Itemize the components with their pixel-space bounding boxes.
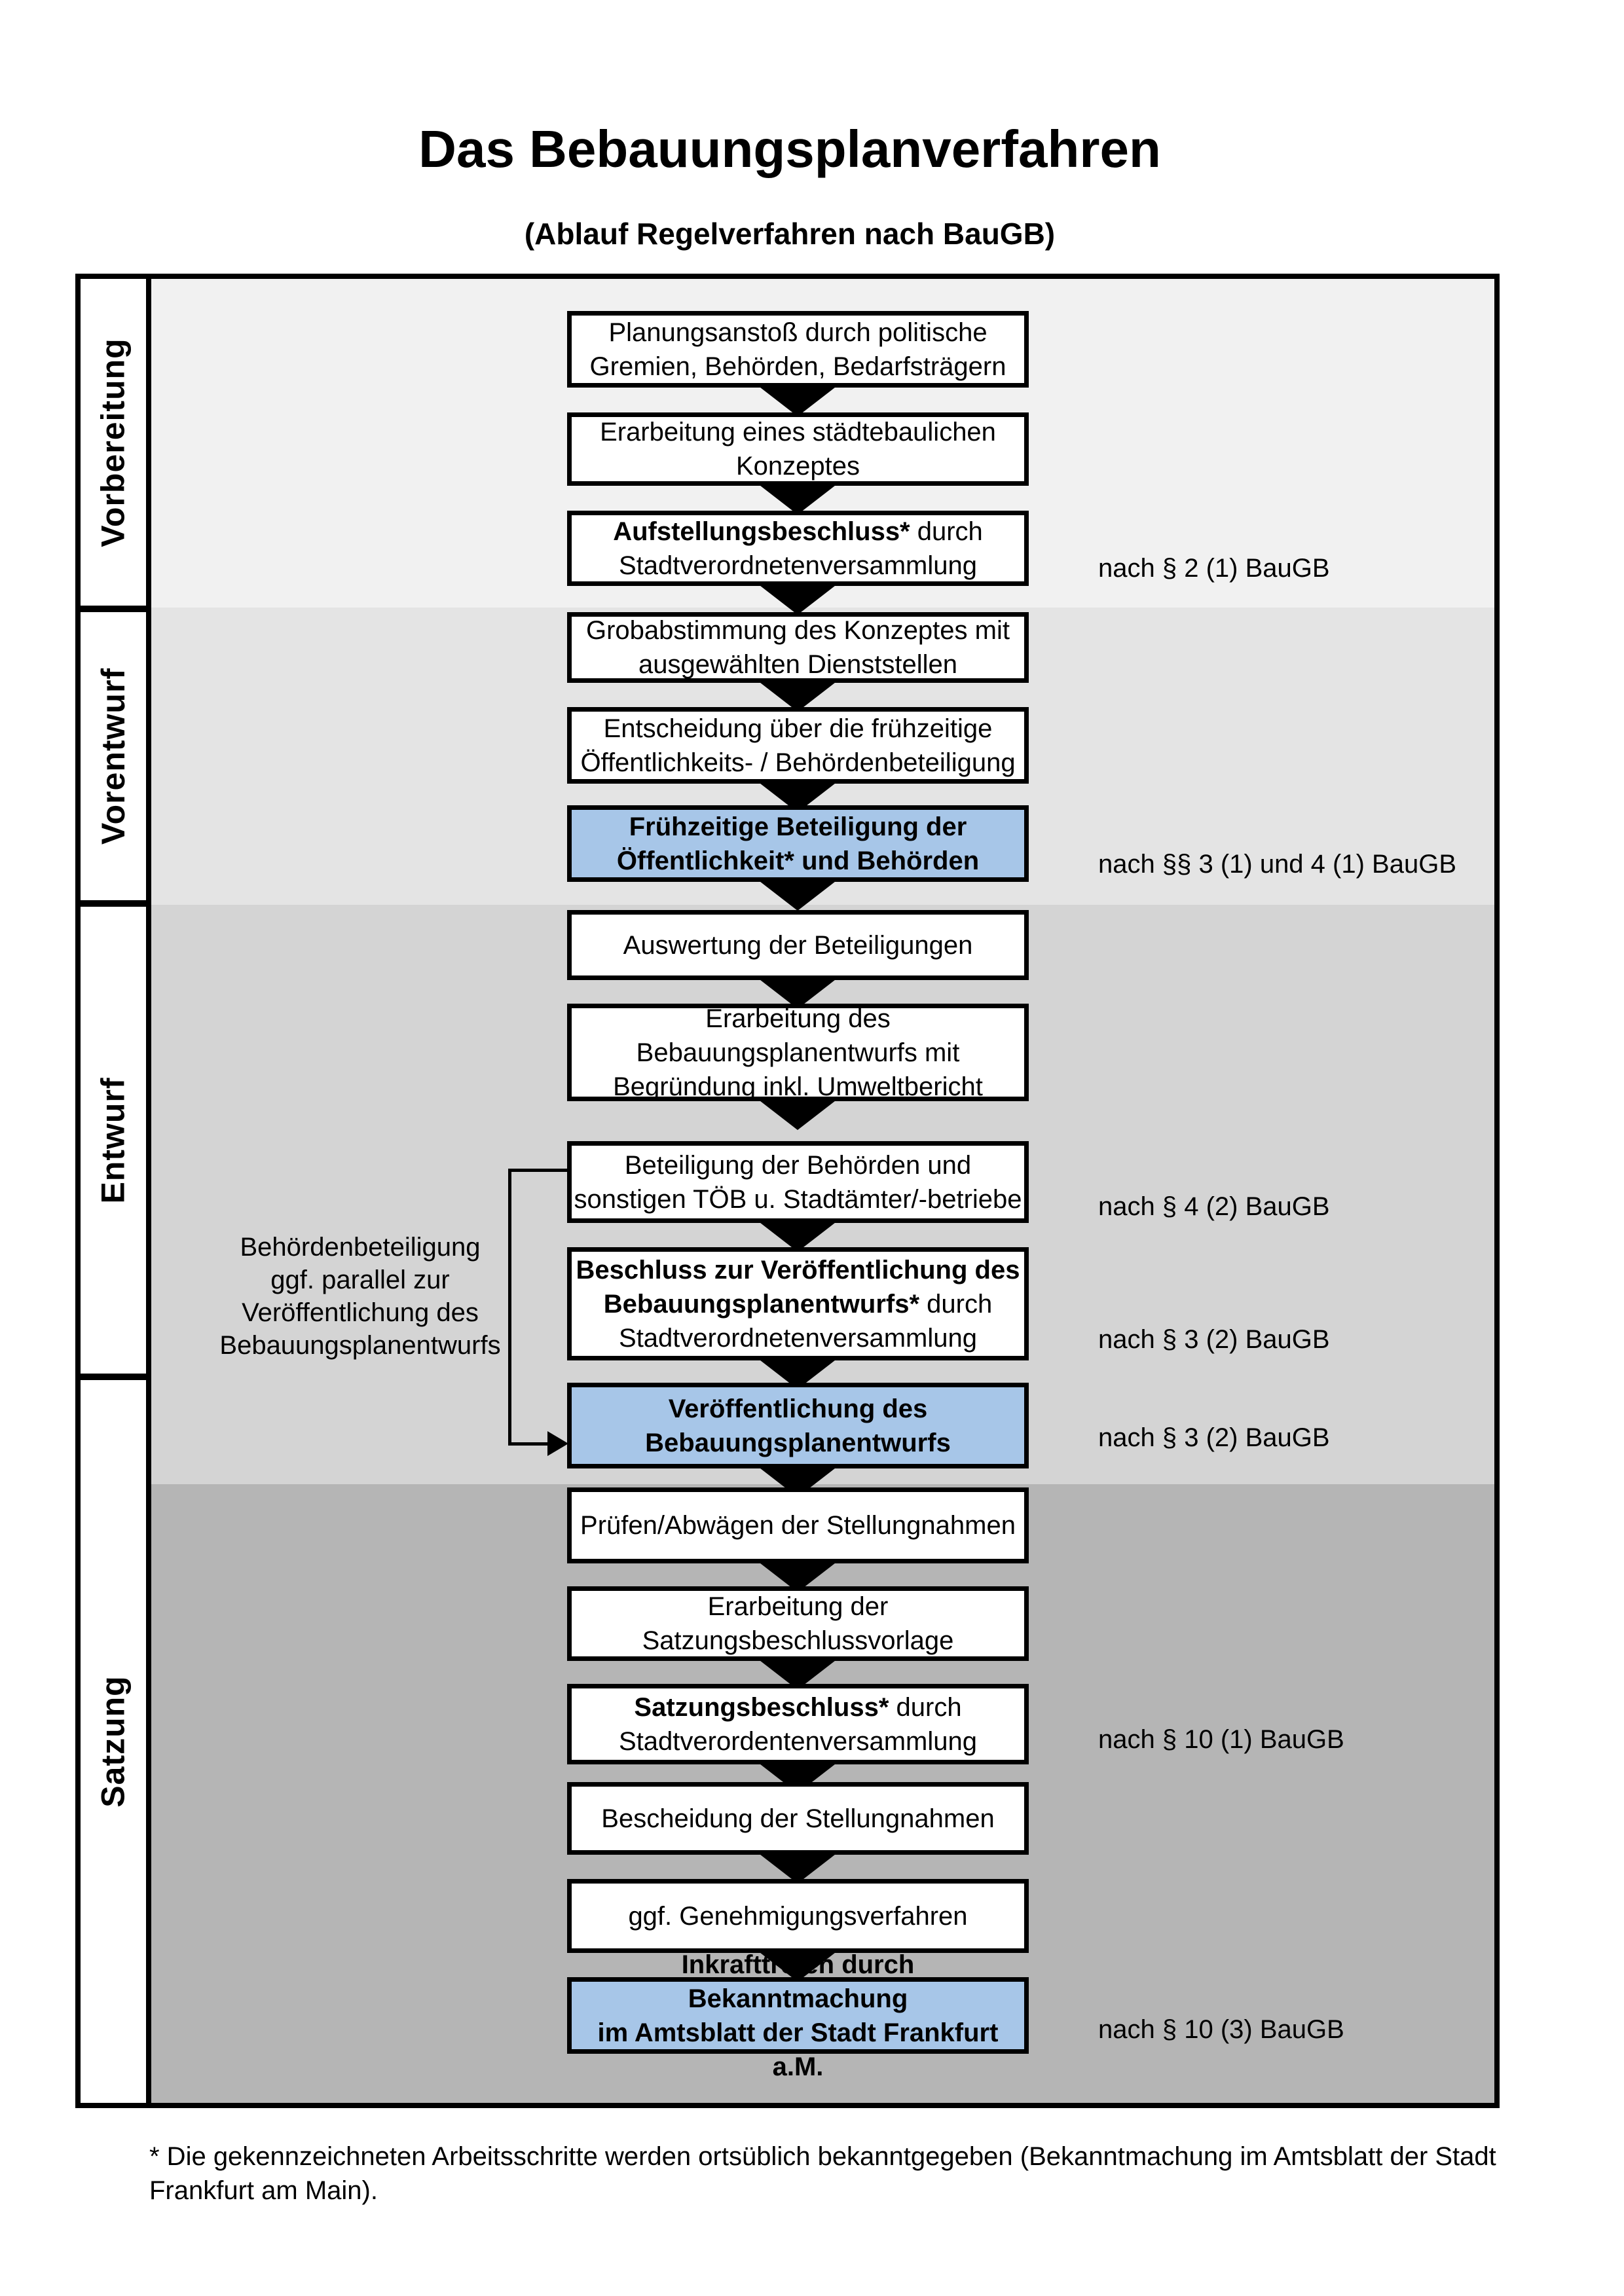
flow-box-erarbeitung-entwurf: Erarbeitung des Bebauungsplanentwurfs mi… <box>567 1004 1029 1101</box>
side-note-parallel-beteiligung: Behördenbeteiligung ggf. parallel zur Ve… <box>219 1233 501 1360</box>
footnote: * Die gekennzeichneten Arbeitsschritte w… <box>149 2142 1496 2205</box>
bracket-bottom-line <box>508 1442 549 1446</box>
phase-label-entwurf: Entwurf <box>81 907 146 1374</box>
flow-arrow-down-icon <box>757 1950 838 1982</box>
page-title: Das Bebauungsplanverfahren <box>418 120 1161 178</box>
flow-box-fruehzeitige-beteiligung: Frühzeitige Beteiligung der Öffentlichke… <box>567 805 1029 882</box>
label-divider <box>81 900 151 907</box>
bracket-vertical-line <box>508 1169 511 1446</box>
flow-arrow-down-icon <box>757 1220 838 1252</box>
phase-label-vorbereitung: Vorbereitung <box>81 279 146 606</box>
flow-box-konzept: Erarbeitung eines städtebaulichen Konzep… <box>567 412 1029 486</box>
flow-box-grobabstimmung: Grobabstimmung des Konzeptes mit ausgewä… <box>567 612 1029 683</box>
phase-label-satzung: Satzung <box>81 1380 146 2103</box>
legal-ref-veroeffentlichung: nach § 3 (2) BauGB <box>1098 1423 1330 1452</box>
page-subtitle: (Ablauf Regelverfahren nach BauGB) <box>524 217 1056 251</box>
flow-box-behoerdenbeteiligung: Beteiligung der Behörden und sonstigen T… <box>567 1141 1029 1223</box>
bracket-top-line <box>508 1169 567 1172</box>
flow-box-veroeffentlichung: Veröffentlichung des Bebauungsplanentwur… <box>567 1383 1029 1468</box>
legal-ref-aufstellungsbeschluss: nach § 2 (1) BauGB <box>1098 554 1330 583</box>
flow-content: Planungsanstoß durch politische Gremien,… <box>151 279 1494 2103</box>
legal-ref-inkrafttreten: nach § 10 (3) BauGB <box>1098 2015 1344 2044</box>
flow-box-pruefen-abwaegen: Prüfen/Abwägen der Stellungnahmen <box>567 1487 1029 1563</box>
legal-ref-behoerdenbeteiligung: nach § 4 (2) BauGB <box>1098 1192 1330 1221</box>
flow-arrow-down-icon <box>757 879 838 911</box>
label-column-separator <box>146 279 151 2103</box>
flow-box-satzungsvorlage: Erarbeitung der Satzungsbeschlussvorlage <box>567 1586 1029 1661</box>
label-divider <box>81 606 151 612</box>
legal-ref-fruehzeitige-beteiligung: nach §§ 3 (1) und 4 (1) BauGB <box>1098 850 1456 879</box>
flow-arrow-down-icon <box>757 680 838 712</box>
legal-ref-satzungsbeschluss: nach § 10 (1) BauGB <box>1098 1725 1344 1754</box>
flow-box-auswertung: Auswertung der Beteiligungen <box>567 910 1029 980</box>
flow-box-bescheidung: Bescheidung der Stellungnahmen <box>567 1782 1029 1855</box>
flow-arrow-down-icon <box>757 385 838 416</box>
legal-ref-veroeffentlichungsbeschluss: nach § 3 (2) BauGB <box>1098 1325 1330 1354</box>
label-divider <box>81 1374 151 1380</box>
flow-arrow-down-icon <box>757 1099 838 1130</box>
flow-box-genehmigungsverfahren: ggf. Genehmigungsverfahren <box>567 1879 1029 1953</box>
flow-arrow-down-icon <box>757 583 838 615</box>
bracket-arrowhead-icon <box>547 1431 568 1456</box>
phase-label-column: Vorbereitung Vorentwurf Entwurf Satzung <box>81 279 151 2103</box>
flow-arrow-down-icon <box>757 1852 838 1884</box>
diagram-frame: Vorbereitung Vorentwurf Entwurf Satzung … <box>75 274 1500 2108</box>
flow-box-satzungsbeschluss: Satzungsbeschluss* durch Stadtverordente… <box>567 1684 1029 1764</box>
flow-arrow-down-icon <box>757 483 838 515</box>
flow-box-aufstellungsbeschluss: Aufstellungsbeschluss* durch Stadtverord… <box>567 511 1029 586</box>
flow-box-entscheidung-beteiligung: Entscheidung über die frühzeitige Öffent… <box>567 707 1029 784</box>
flow-box-veroeffentlichungsbeschluss: Beschluss zur Veröffentlichung des Bebau… <box>567 1247 1029 1360</box>
phase-label-vorentwurf: Vorentwurf <box>81 612 146 900</box>
flow-box-inkrafttreten: Inkrafttreten durch Bekanntmachung im Am… <box>567 1950 1029 2081</box>
flow-box-planungsanstoss: Planungsanstoß durch politische Gremien,… <box>567 311 1029 388</box>
